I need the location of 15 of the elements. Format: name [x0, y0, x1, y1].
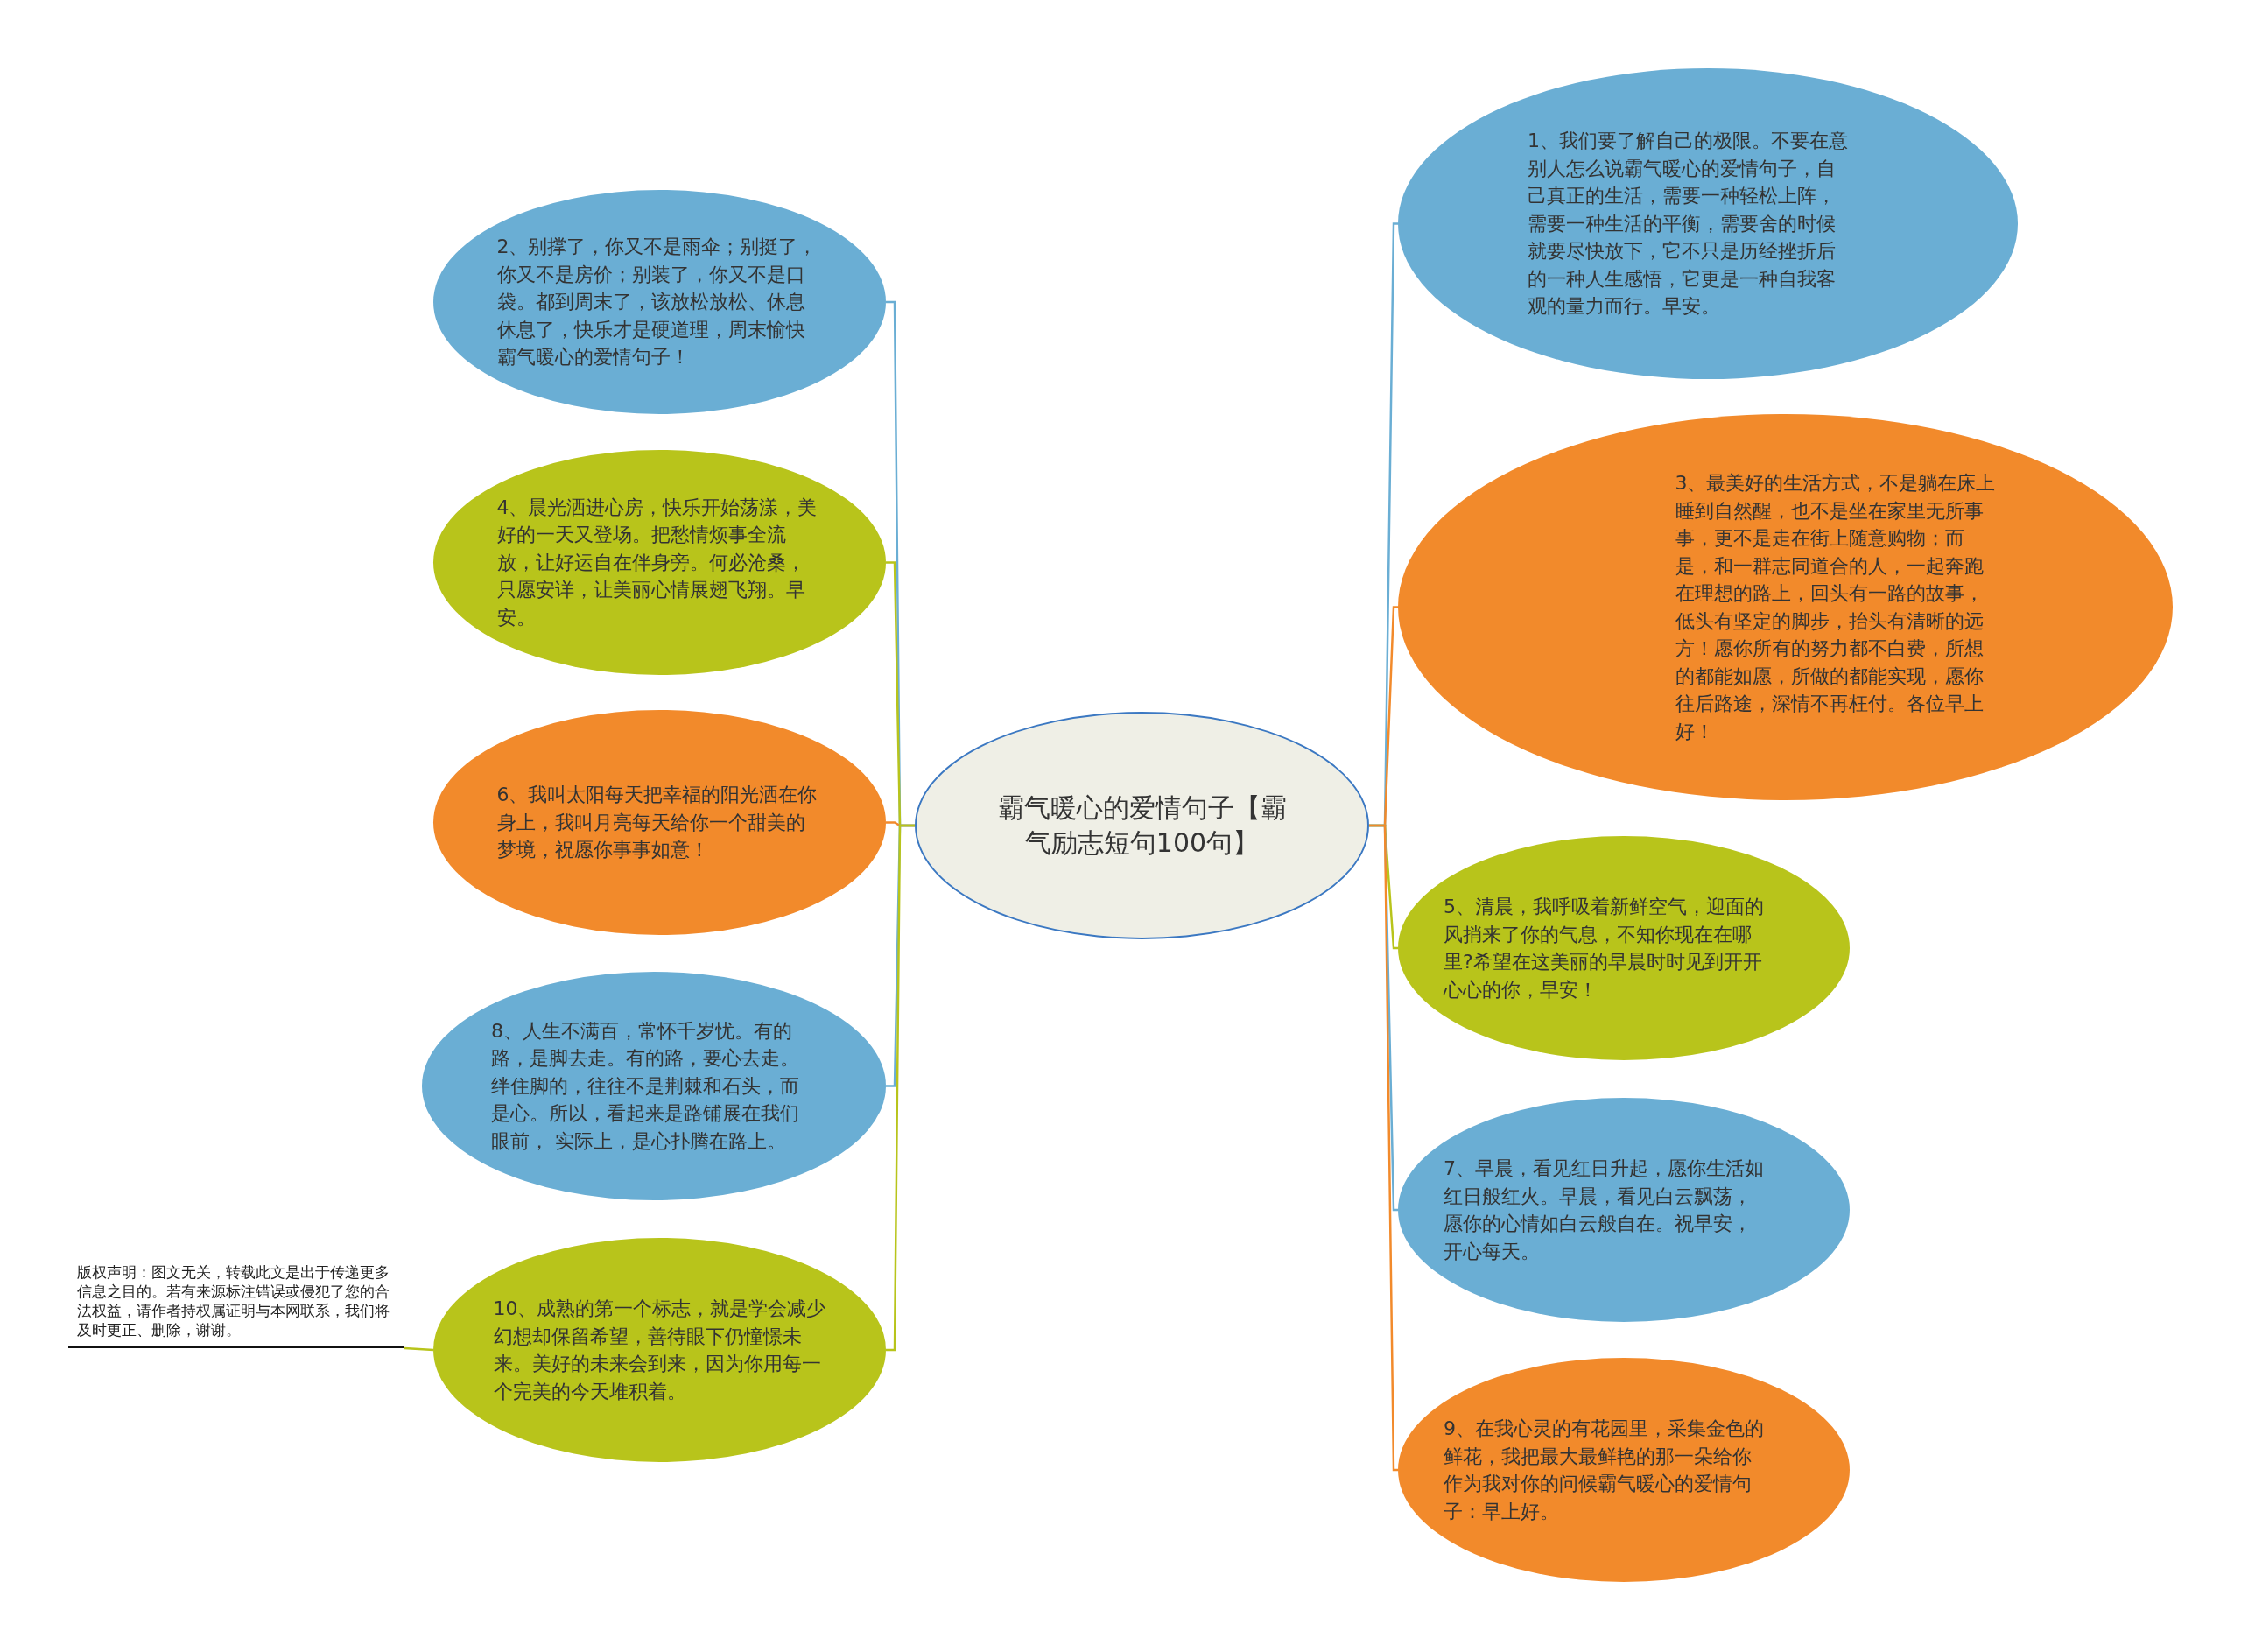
branch-text: 1、我们要了解自己的极限。不要在意别人怎么说霸气暖心的爱情句子，自己真正的生活，需要一种轻松上阵，需要一种生活的平衡，需要舍的时候就要尽快放下，它不只是历经挫折后的一种人生感悟，它更是一种自我客观的量力而行。早安。: [1528, 129, 1849, 320]
branch-text: 2、别撑了，你又不是雨伞；别挺了，你又不是房价；别装了，你又不是口袋。都到周末了，该放松放松、休息休息了，快乐才是硬道理，周末愉快霸气暖心的爱情句子！: [496, 235, 818, 370]
branch-text: 4、晨光洒进心房，快乐开始荡漾，美好的一天又登场。把愁情烦事全流放，让好运自在伴身旁。何必沧桑，只愿安详，让美丽心情展翅飞翔。早安。: [496, 495, 818, 630]
copyright-note: 版权声明：图文无关，转载此文是出于传递更多信息之目的。若有来源标注错误或侵犯了您的合法权益，请作者持权属证明与本网联系，我们将及时更正、删除，谢谢。: [77, 1263, 390, 1340]
branch-text: 6、我叫太阳每天把幸福的阳光洒在你身上，我叫月亮每天给你一个甜美的梦境，祝愿你事事如意！: [496, 783, 818, 863]
branch-text: 8、人生不满百，常怀千岁忧。有的路，是脚去走。有的路，要心去走。绊住脚的，往往不是荆棘和石头，而是心。所以，看起来是路铺展在我们眼前， 实际上，是心扑腾在路上。: [491, 1018, 800, 1154]
branch-text: 3、最美好的生活方式，不是躺在床上睡到自然醒，也不是坐在家里无所事事，更不是走在街上随意购物；而是，和一群志同道合的人，一起奔跑在理想的路上，回头有一路的故事，低头有坚定的脚步，抬头有清晰的远方！愿你所有的努力都不白费，所想的都能如愿，所做的都能实现，愿你往后路途，深情不再枉付。各位早上好！: [1675, 471, 1997, 744]
branch-text: 5、清晨，我呼吸着新鲜空气，迎面的风捎来了你的气息，不知你现在在哪里?希望在这美丽的早晨时时见到开开心心的你，早安！: [1444, 895, 1765, 1002]
branch-text: 10、成熟的第一个标志，就是学会减少幻想却保留希望，善待眼下仍憧憬未来。美好的未来会到来，因为你用每一个完美的今天堆积着。: [493, 1297, 826, 1404]
connector-line: [1369, 824, 1399, 1472]
connector-line: [404, 1346, 434, 1352]
branch-text: 9、在我心灵的有花园里，采集金色的鲜花，我把最大最鲜艳的那一朵给你作为我对你的问候霸气暖心的爱情句子：早上好。: [1444, 1417, 1765, 1524]
branch-text: 7、早晨，看见红日升起，愿你生活如红日般红火。早晨，看见白云飘荡，愿你的心情如白云般自在。祝早安，开心每天。: [1444, 1156, 1765, 1264]
topic-title: 霸气暖心的爱情句子【霸气励志短句100句】: [996, 791, 1288, 860]
connector-line: [886, 824, 915, 1352]
